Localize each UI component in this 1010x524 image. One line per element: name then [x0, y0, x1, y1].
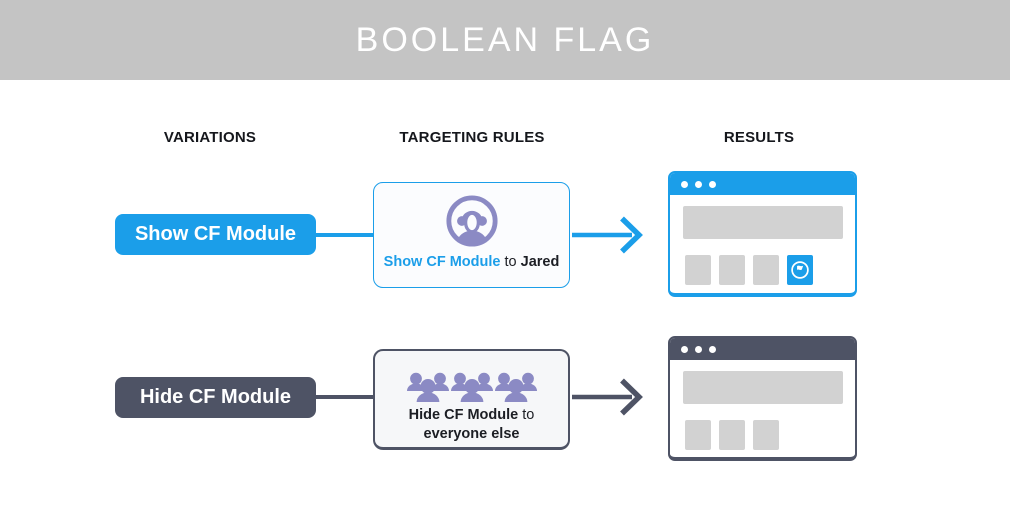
content-placeholder-tile — [719, 420, 745, 450]
window-dot-icon — [709, 345, 716, 353]
content-placeholder-tile — [685, 255, 711, 285]
result-browser-window-show — [668, 171, 857, 297]
banner: BOOLEAN FLAG — [0, 0, 1010, 80]
rule-audience: everyone else — [423, 425, 520, 442]
rule-line-1: Hide CF Module to — [409, 406, 535, 425]
variation-button-show-cf-module[interactable]: Show CF Module — [115, 214, 316, 255]
flag-icon — [791, 261, 809, 279]
connector-line-hide — [315, 395, 374, 399]
window-titlebar — [670, 173, 855, 195]
window-dot-icon — [695, 180, 702, 188]
column-header-variations: VARIATIONS — [163, 129, 257, 146]
window-dot-icon — [695, 345, 702, 353]
content-placeholder-banner — [683, 371, 843, 404]
content-placeholder-banner — [683, 206, 843, 239]
content-placeholder-tile — [753, 420, 779, 450]
content-tile-row — [685, 255, 843, 285]
content-placeholder-tile — [685, 420, 711, 450]
user-avatar-icon — [445, 195, 498, 247]
window-dot-icon — [681, 345, 688, 353]
variation-button-hide-cf-module[interactable]: Hide CF Module — [115, 377, 316, 418]
result-browser-window-hide — [668, 336, 857, 461]
content-placeholder-tile — [753, 255, 779, 285]
targeting-rule-card-hide: Hide CF Module to everyone else — [373, 349, 570, 450]
targeting-rule-card-show: Show CF Module to Jared — [373, 182, 570, 288]
window-dot-icon — [709, 180, 716, 188]
arrow-hide-icon — [572, 378, 643, 416]
cf-module-tile[interactable] — [787, 255, 813, 285]
crowd-icon — [406, 372, 537, 402]
column-header-results: RESULTS — [723, 129, 795, 146]
rule-flag-name: Hide CF Module — [408, 407, 519, 423]
targeting-rule-text: Hide CF Module to everyone else — [409, 406, 535, 443]
content-placeholder-tile — [719, 255, 745, 285]
rule-connector-word: to — [504, 254, 517, 270]
connector-line-show — [315, 233, 374, 237]
window-dot-icon — [681, 180, 688, 188]
targeting-rule-text: Show CF Module to Jared — [384, 253, 560, 272]
rule-flag-name: Show CF Module — [383, 254, 501, 270]
arrow-show-icon — [572, 216, 643, 254]
rule-connector-word: to — [522, 407, 535, 423]
window-titlebar — [670, 338, 855, 360]
column-header-targeting-rules: TARGETING RULES — [399, 129, 545, 146]
page-title: BOOLEAN FLAG — [355, 20, 655, 59]
rule-audience: Jared — [520, 254, 560, 270]
content-tile-row — [685, 420, 843, 450]
